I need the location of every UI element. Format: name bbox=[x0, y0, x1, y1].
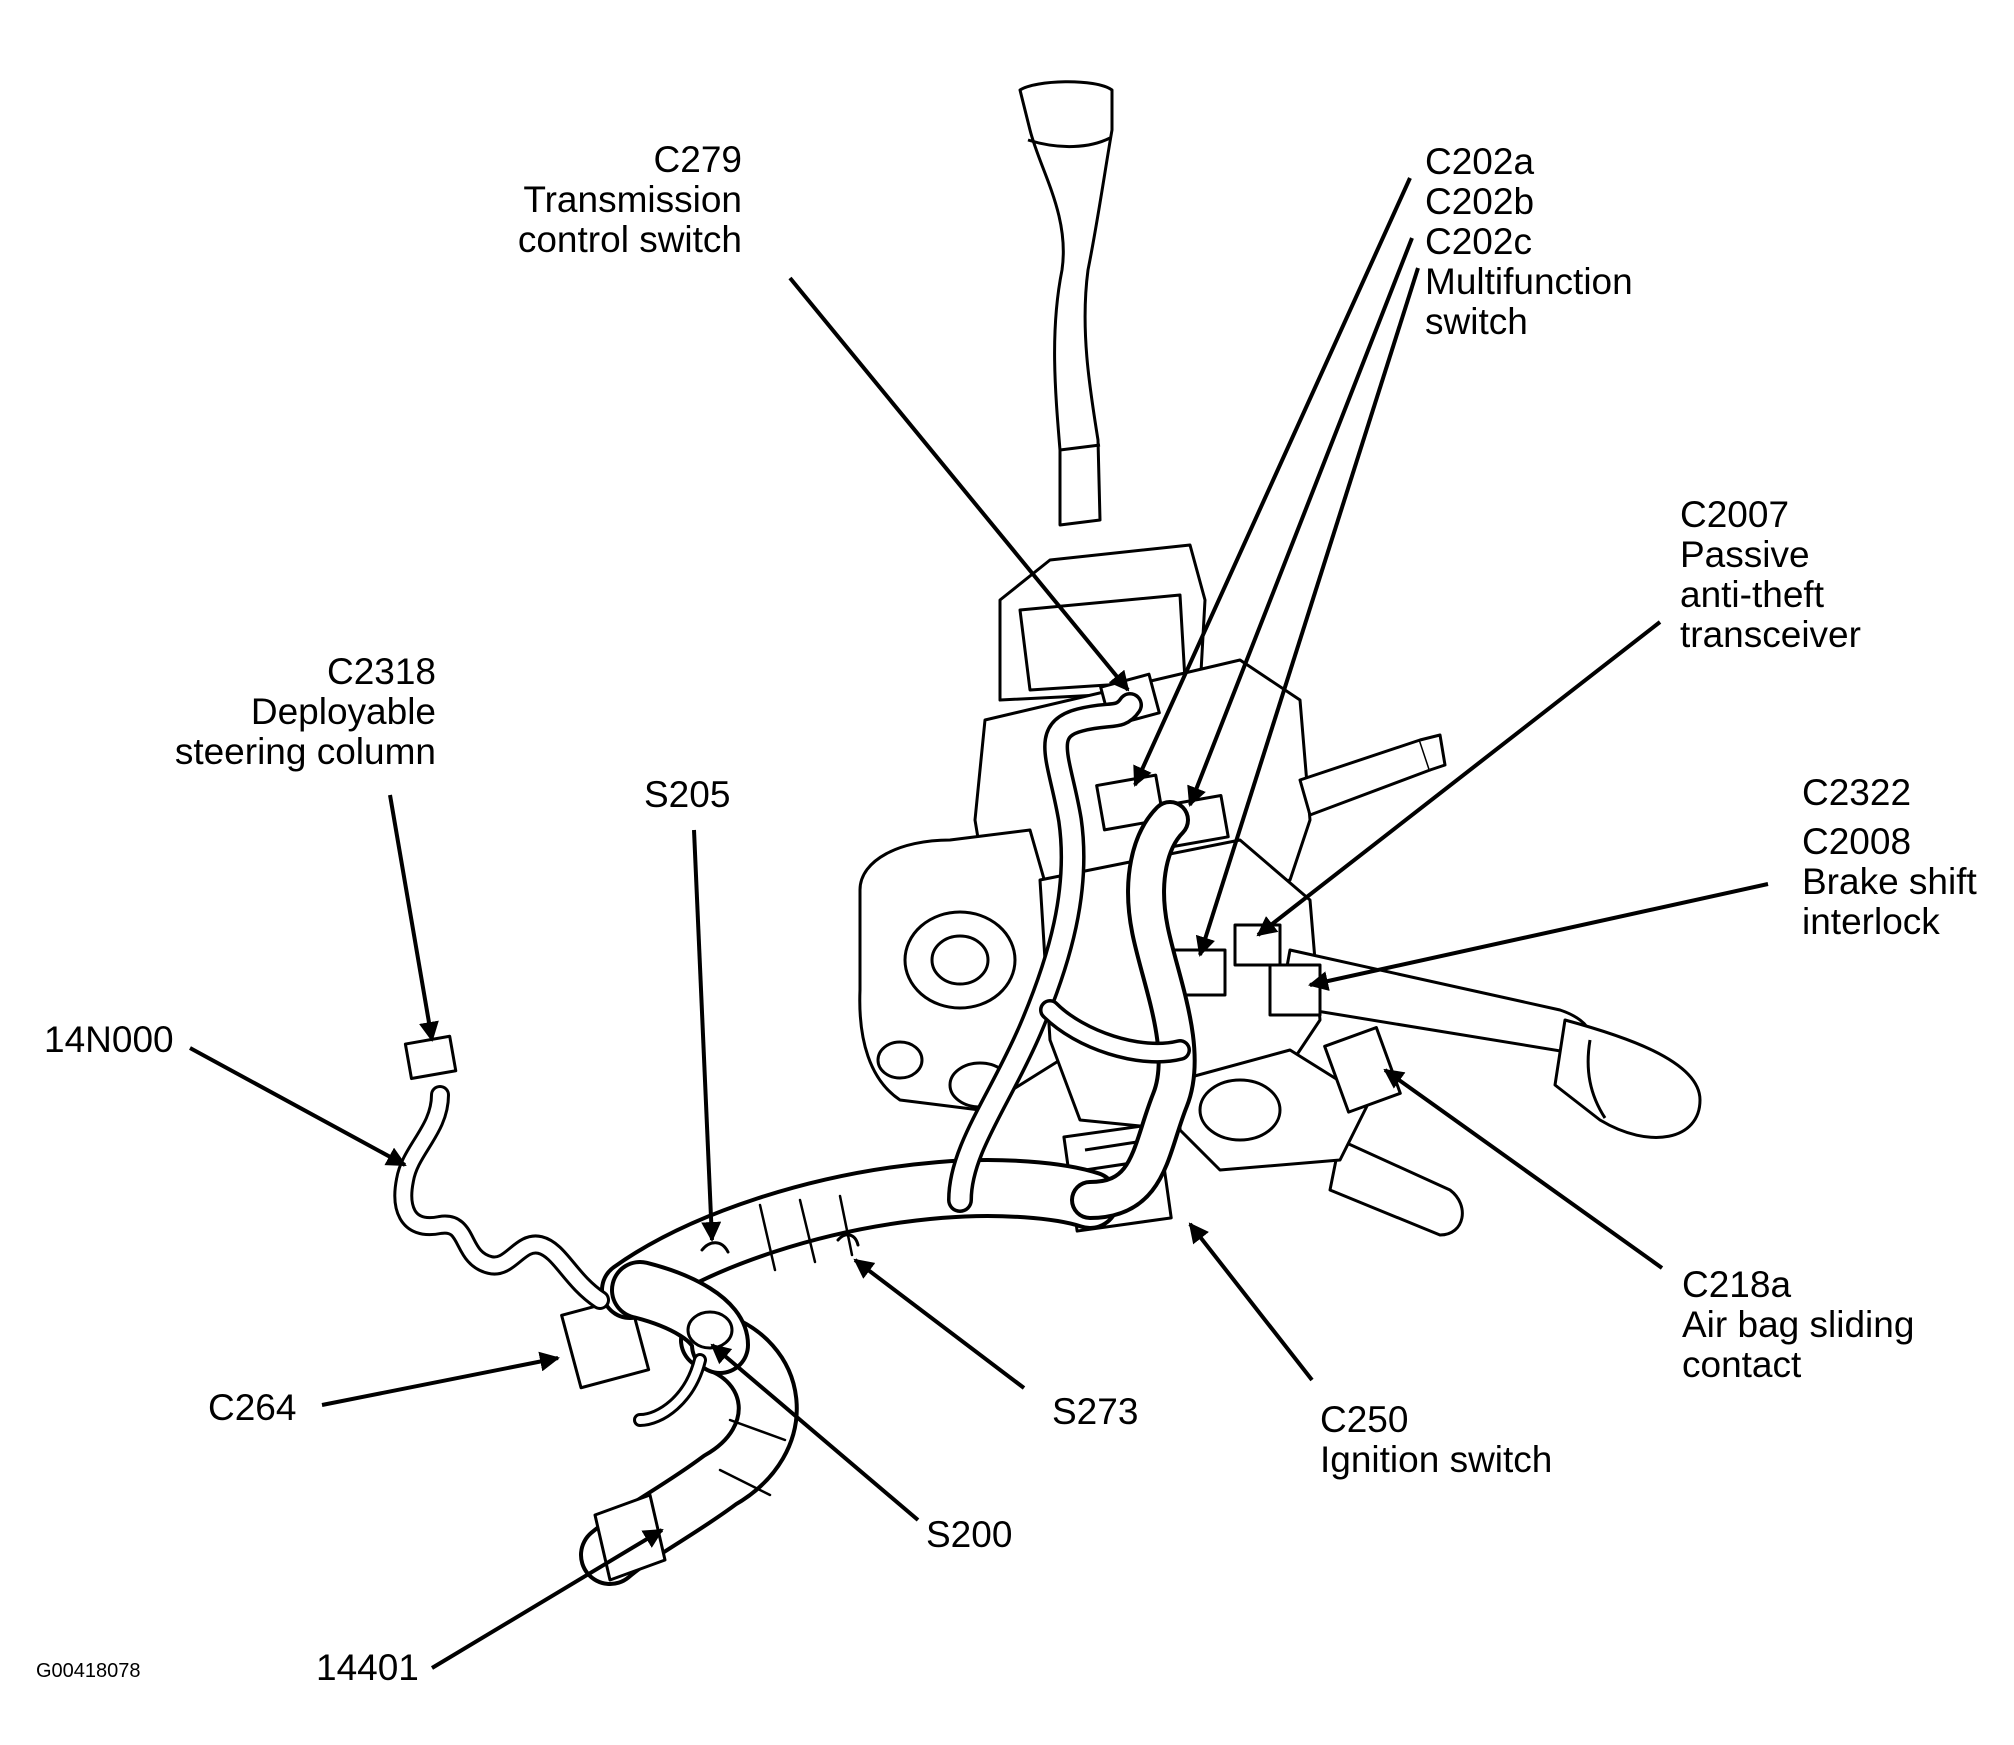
c202-desc-line2: switch bbox=[1425, 301, 1528, 342]
c279-desc-line2: control switch bbox=[517, 219, 742, 260]
c218a-code: C218a bbox=[1682, 1264, 1792, 1305]
c2008-connector bbox=[1268, 963, 1322, 1017]
c2318-code: C2318 bbox=[326, 651, 436, 692]
c218a-connector bbox=[1323, 1026, 1402, 1114]
callout-s200: S200 bbox=[926, 1515, 1012, 1555]
shift-lever bbox=[1018, 80, 1114, 527]
callout-c264: C264 bbox=[208, 1388, 296, 1428]
leader-c279 bbox=[788, 276, 1130, 692]
callout-14n000: 14N000 bbox=[44, 1020, 174, 1060]
shifter-housing bbox=[998, 543, 1207, 702]
callout-c250: C250 Ignition switch bbox=[1320, 1400, 1552, 1480]
c2007-connector bbox=[1233, 923, 1282, 967]
leader-c2008 bbox=[1308, 882, 1769, 991]
callout-c2318: C2318 Deployable steering column bbox=[130, 652, 436, 772]
callout-c2008: C2008 Brake shift interlock bbox=[1802, 822, 1977, 942]
lower-stalk bbox=[1328, 1138, 1464, 1237]
c202b-code: C202b bbox=[1425, 181, 1535, 222]
turn-signal-knob bbox=[1553, 1018, 1702, 1139]
leader-c264 bbox=[321, 1351, 560, 1407]
c202a-code: C202a bbox=[1425, 141, 1535, 182]
leader-c250 bbox=[1188, 1222, 1314, 1382]
c2007-desc-line3: transceiver bbox=[1680, 614, 1861, 655]
c2007-desc-line1: Passive bbox=[1680, 534, 1810, 575]
leader-c202c bbox=[1195, 267, 1420, 957]
c2318-desc-line1: Deployable bbox=[250, 691, 436, 732]
c2008-desc-line2: interlock bbox=[1802, 901, 1940, 942]
leader-14401 bbox=[430, 1528, 664, 1670]
leader-c218a bbox=[1383, 1068, 1664, 1270]
leader-c2007 bbox=[1256, 620, 1662, 937]
c202-desc-line1: Multifunction bbox=[1425, 261, 1633, 302]
c250-desc-line1: Ignition switch bbox=[1320, 1439, 1553, 1480]
leader-c202a bbox=[1133, 177, 1412, 787]
c202a-connector bbox=[1095, 773, 1166, 832]
c264-code: C264 bbox=[208, 1387, 297, 1428]
c279-code: C279 bbox=[653, 139, 742, 180]
callout-c218a: C218a Air bag sliding contact bbox=[1682, 1265, 1914, 1385]
c2318-connector bbox=[403, 1034, 458, 1081]
leader-14n000 bbox=[189, 1046, 407, 1167]
s273-splice bbox=[836, 1233, 860, 1247]
c2007-code: C2007 bbox=[1680, 494, 1790, 535]
callout-c202: C202a C202b C202c Multifunction switch bbox=[1425, 142, 1633, 342]
s205-code: S205 bbox=[644, 774, 731, 815]
callout-c2007: C2007 Passive anti-theft transceiver bbox=[1680, 495, 1861, 655]
s200-code: S200 bbox=[926, 1514, 1013, 1555]
c2318-desc-line2: steering column bbox=[174, 731, 436, 772]
c218a-desc-line2: contact bbox=[1682, 1344, 1802, 1385]
leader-c202b bbox=[1187, 237, 1414, 807]
leader-s273 bbox=[853, 1258, 1026, 1390]
leader-lines bbox=[189, 177, 1769, 1670]
c2008-desc-line1: Brake shift bbox=[1802, 861, 1977, 902]
14401-code: 14401 bbox=[316, 1647, 419, 1688]
upper-stalk bbox=[1298, 738, 1432, 817]
callout-c2322: C2322 bbox=[1802, 773, 1911, 813]
c250-code: C250 bbox=[1320, 1399, 1409, 1440]
14n000-code: 14N000 bbox=[44, 1019, 174, 1060]
callout-s205: S205 bbox=[644, 775, 730, 815]
callout-c279: C279 Transmission control switch bbox=[470, 140, 742, 260]
s205-splice bbox=[700, 1241, 730, 1254]
c218a-desc-line1: Air bag sliding bbox=[1682, 1304, 1915, 1345]
s273-code: S273 bbox=[1052, 1391, 1139, 1432]
leader-s205 bbox=[692, 829, 722, 1242]
callout-s273: S273 bbox=[1052, 1392, 1138, 1432]
turn-signal-stalk bbox=[1278, 948, 1594, 1057]
c2322-code: C2322 bbox=[1802, 772, 1912, 813]
c202c-code: C202c bbox=[1425, 221, 1532, 262]
leader-c2318 bbox=[388, 794, 439, 1042]
c2008-code: C2008 bbox=[1802, 821, 1912, 862]
figure-id: G00418078 bbox=[36, 1660, 141, 1682]
callout-14401: 14401 bbox=[316, 1648, 419, 1688]
leader-s200 bbox=[710, 1343, 920, 1522]
c2007-desc-line2: anti-theft bbox=[1680, 574, 1824, 615]
c279-desc-line1: Transmission bbox=[523, 179, 742, 220]
